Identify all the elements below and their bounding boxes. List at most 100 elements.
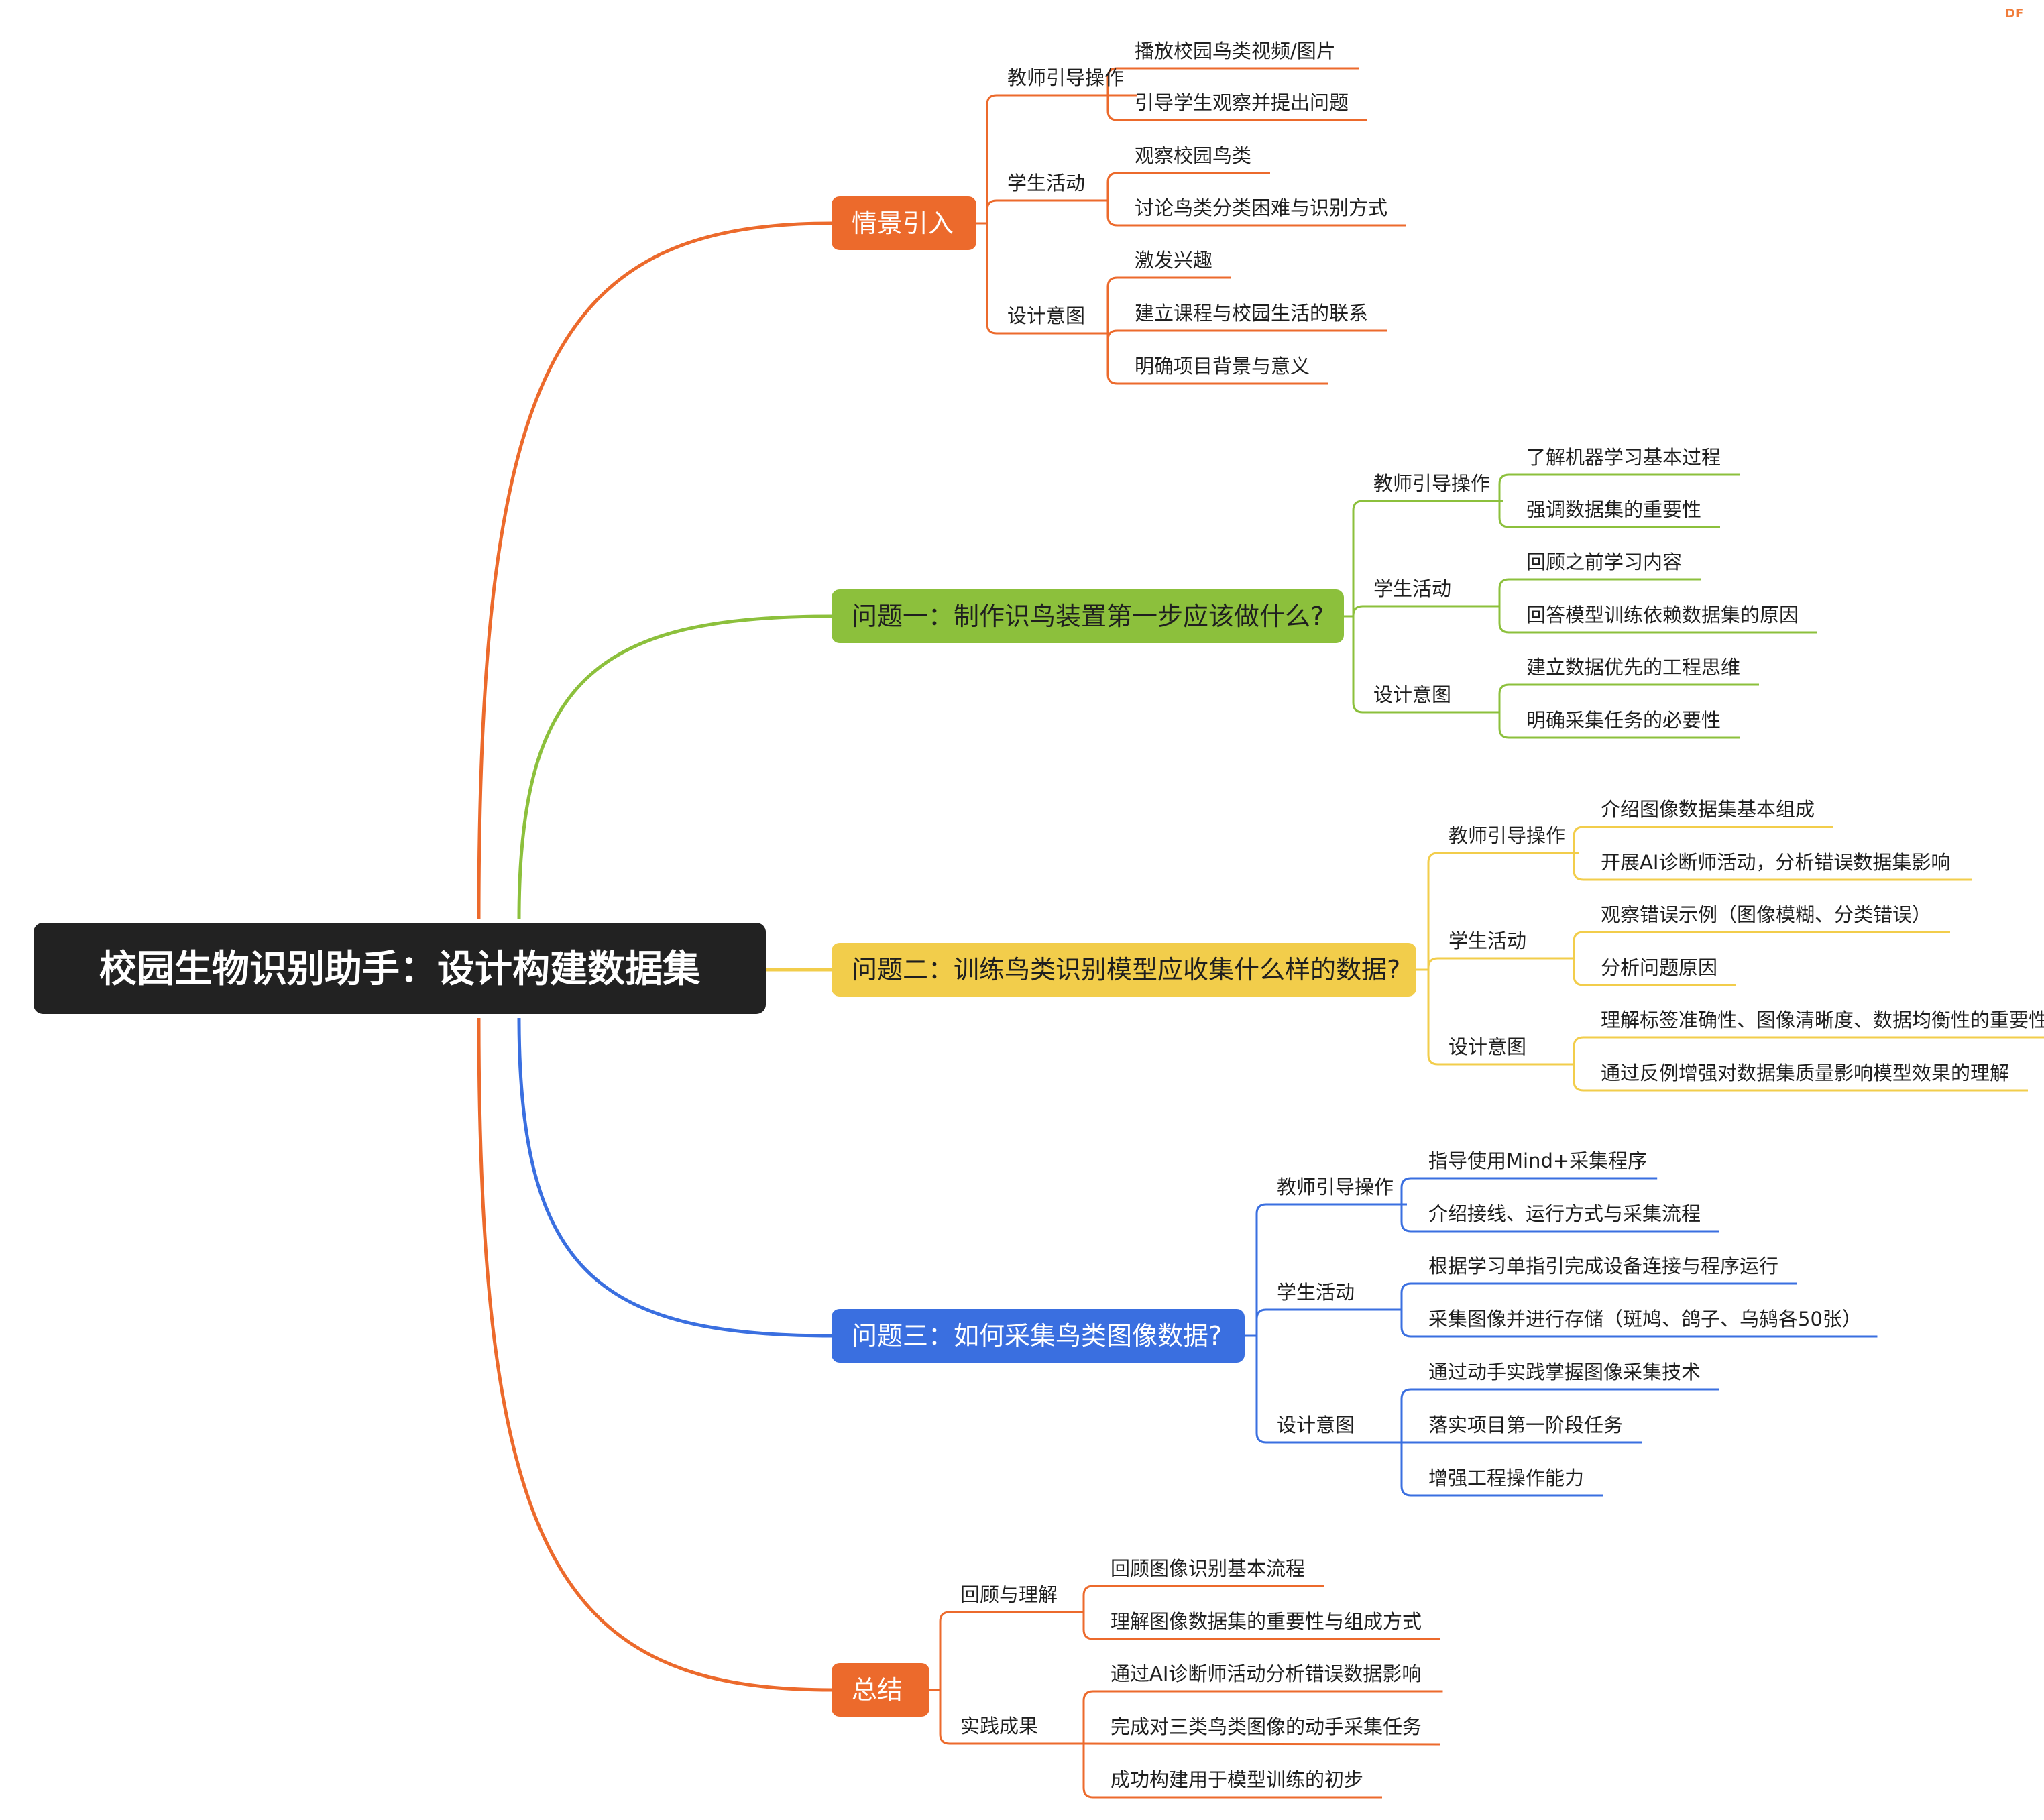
leaf-topic-label[interactable]: 分析问题原因 xyxy=(1601,956,1717,979)
leaf-connector xyxy=(1082,1612,1440,1640)
group-topic[interactable]: 学生活动 xyxy=(1277,1281,1355,1304)
leaf-topic-label[interactable]: 通过动手实践掌握图像采集技术 xyxy=(1428,1361,1701,1383)
leaf-connector xyxy=(1400,1310,1878,1338)
leaf-connector xyxy=(1573,1036,2044,1064)
branch-topic-1[interactable]: 情景引入 xyxy=(832,196,976,250)
group-topic-label: 设计意图 xyxy=(1007,304,1085,327)
group-topic-label: 学生活动 xyxy=(1373,577,1451,600)
group-connector xyxy=(1255,1308,1368,1336)
group-connector xyxy=(1427,970,1540,1066)
leaf-connector xyxy=(1106,201,1406,227)
leaf-connector xyxy=(1106,67,1359,95)
leaf-connector xyxy=(1400,1204,1719,1233)
group-connector xyxy=(1255,1336,1368,1444)
branch-topic-label: 问题二：训练鸟类识别模型应收集什么样的数据? xyxy=(852,955,1400,984)
leaf-topic-label[interactable]: 播放校园鸟类视频/图片 xyxy=(1135,40,1336,62)
branch-topic-label: 问题一：制作识鸟装置第一步应该做什么? xyxy=(852,602,1324,631)
group-topic-label: 教师引导操作 xyxy=(1373,472,1490,495)
group-topic-label: 设计意图 xyxy=(1373,683,1451,706)
group-connector xyxy=(1255,1203,1407,1336)
branch-connector-2 xyxy=(517,614,832,919)
leaf-topic-label[interactable]: 通过AI诊断师活动分析错误数据影响 xyxy=(1111,1662,1421,1685)
branch-topic-box xyxy=(832,196,976,250)
leaf-topic-label[interactable]: 通过反例增强对数据集质量影响模型效果的理解 xyxy=(1601,1062,2009,1084)
branch-topic-box xyxy=(832,1663,929,1717)
leaf-connector xyxy=(1082,1744,1382,1799)
leaf-connector xyxy=(1106,333,1328,385)
leaf-topic-label[interactable]: 建立课程与校园生活的联系 xyxy=(1135,302,1368,325)
branch-topic-3[interactable]: 问题二：训练鸟类识别模型应收集什么样的数据? xyxy=(832,943,1416,997)
leaf-topic-label[interactable]: 回顾图像识别基本流程 xyxy=(1111,1557,1305,1580)
leaf-topic-label[interactable]: 采集图像并进行存储（斑鸠、鸽子、乌鸫各50张） xyxy=(1428,1308,1862,1330)
group-topic[interactable]: 实践成果 xyxy=(960,1715,1038,1738)
leaf-topic-label[interactable]: 回答模型训练依赖数据集的原因 xyxy=(1526,604,1799,626)
group-topic[interactable]: 学生活动 xyxy=(1449,929,1526,952)
branch-topic-2[interactable]: 问题一：制作识鸟装置第一步应该做什么? xyxy=(832,589,1344,643)
group-topic[interactable]: 学生活动 xyxy=(1007,172,1085,194)
group-topic-label: 教师引导操作 xyxy=(1449,824,1565,847)
leaf-topic-label[interactable]: 理解标签准确性、图像清晰度、数据均衡性的重要性 xyxy=(1601,1009,2044,1031)
branch-topic-box xyxy=(832,1309,1245,1363)
leaf-topic-label[interactable]: 落实项目第一阶段任务 xyxy=(1428,1414,1623,1436)
leaf-topic-label[interactable]: 激发兴趣 xyxy=(1135,249,1212,272)
leaf-connector xyxy=(1400,1282,1797,1310)
leaf-topic-label[interactable]: 了解机器学习基本过程 xyxy=(1526,446,1721,469)
leaf-topic-label[interactable]: 明确采集任务的必要性 xyxy=(1526,709,1721,732)
branch-topic-label: 问题三：如何采集鸟类图像数据? xyxy=(852,1321,1222,1351)
leaf-topic-label[interactable]: 介绍图像数据集基本组成 xyxy=(1601,798,1815,821)
group-topic-label: 教师引导操作 xyxy=(1007,66,1124,89)
leaf-topic-label[interactable]: 观察校园鸟类 xyxy=(1135,144,1251,167)
root-topic[interactable]: 校园生物识别助手：设计构建数据集 xyxy=(34,923,766,1014)
group-connector xyxy=(1352,500,1503,616)
branch-topic-label: 情景引入 xyxy=(852,209,954,238)
leaf-topic-label[interactable]: 成功构建用于模型训练的初步 xyxy=(1111,1768,1363,1791)
leaf-topic-label[interactable]: 引导学生观察并提出问题 xyxy=(1135,91,1349,114)
group-topic[interactable]: 教师引导操作 xyxy=(1373,472,1490,495)
branch-topic-4[interactable]: 问题三：如何采集鸟类图像数据? xyxy=(832,1309,1245,1363)
leaf-connector xyxy=(1498,501,1720,528)
group-connector xyxy=(986,94,1137,223)
leaf-connector xyxy=(1573,853,1972,881)
group-topic[interactable]: 教师引导操作 xyxy=(1277,1176,1394,1198)
branch-topic-box xyxy=(832,943,1416,997)
leaf-connector xyxy=(1498,712,1740,739)
root-topic-box xyxy=(34,923,766,1014)
leaf-topic-label[interactable]: 观察错误示例（图像模糊、分类错误） xyxy=(1601,903,1931,926)
group-connector xyxy=(939,1611,1071,1690)
leaf-connector xyxy=(1498,473,1740,501)
leaf-topic-label[interactable]: 开展AI诊断师活动，分析错误数据集影响 xyxy=(1601,851,1950,874)
leaf-connector xyxy=(1106,329,1387,341)
leaf-topic-label[interactable]: 完成对三类鸟类图像的动手采集任务 xyxy=(1111,1715,1422,1738)
group-topic[interactable]: 设计意图 xyxy=(1277,1414,1355,1436)
leaf-connector xyxy=(1082,1585,1324,1612)
group-topic[interactable]: 回顾与理解 xyxy=(960,1583,1058,1606)
group-topic[interactable]: 教师引导操作 xyxy=(1007,66,1124,89)
leaf-topic-label[interactable]: 增强工程操作能力 xyxy=(1428,1467,1584,1489)
group-topic[interactable]: 设计意图 xyxy=(1449,1035,1526,1058)
leaf-connector xyxy=(1082,1690,1443,1744)
leaf-connector xyxy=(1400,1177,1658,1204)
group-topic[interactable]: 设计意图 xyxy=(1373,683,1451,706)
leaf-topic-label[interactable]: 明确项目背景与意义 xyxy=(1135,355,1310,378)
branch-connector-5 xyxy=(477,1017,832,1692)
group-connector xyxy=(1427,957,1540,970)
branch-topic-5[interactable]: 总结 xyxy=(832,1663,929,1717)
leaf-connector xyxy=(1106,276,1231,333)
group-connector xyxy=(986,223,1098,335)
branch-connector-1 xyxy=(477,221,832,919)
leaf-topic-label[interactable]: 建立数据优先的工程思维 xyxy=(1526,656,1740,679)
branch-connector-4 xyxy=(517,1017,832,1338)
leaf-topic-label[interactable]: 理解图像数据集的重要性与组成方式 xyxy=(1111,1610,1422,1633)
leaf-topic-label[interactable]: 指导使用Mind+采集程序 xyxy=(1428,1149,1647,1172)
leaf-connector xyxy=(1498,578,1701,606)
leaf-topic-label[interactable]: 强调数据集的重要性 xyxy=(1526,498,1701,521)
group-topic[interactable]: 学生活动 xyxy=(1373,577,1451,600)
leaf-topic-label[interactable]: 回顾之前学习内容 xyxy=(1526,551,1682,573)
branch-topic-label: 总结 xyxy=(852,1675,903,1705)
leaf-topic-label[interactable]: 讨论鸟类分类困难与识别方式 xyxy=(1135,196,1387,219)
leaf-topic-label[interactable]: 介绍接线、运行方式与采集流程 xyxy=(1428,1202,1701,1225)
group-topic[interactable]: 设计意图 xyxy=(1007,304,1085,327)
group-topic[interactable]: 教师引导操作 xyxy=(1449,824,1565,847)
leaf-topic-label[interactable]: 根据学习单指引完成设备连接与程序运行 xyxy=(1428,1255,1778,1277)
